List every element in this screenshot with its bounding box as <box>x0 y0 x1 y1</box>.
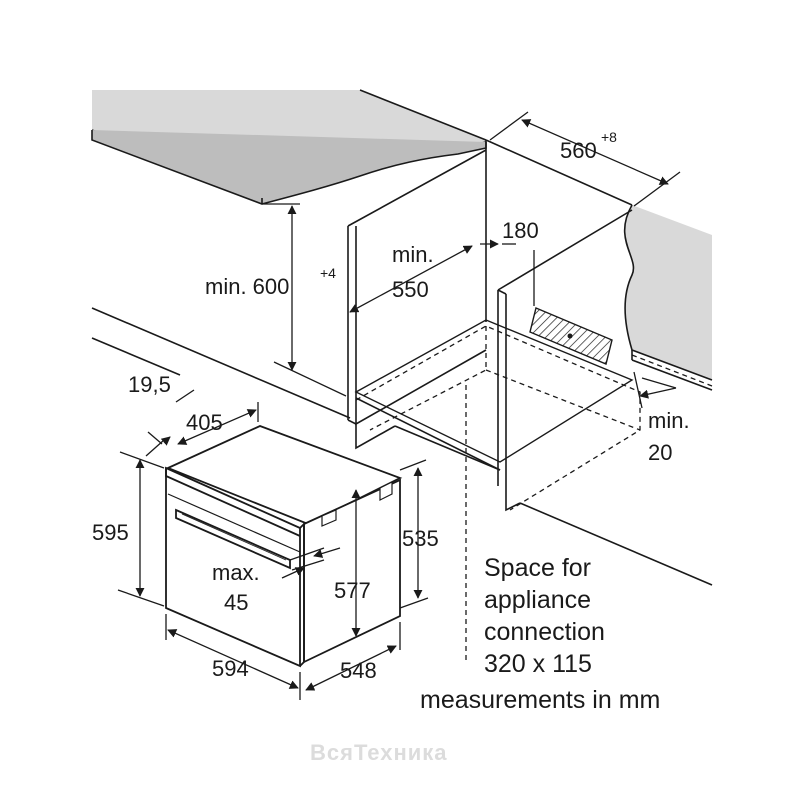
worktop-right <box>624 205 712 380</box>
dim-front-height: 595 <box>92 520 129 545</box>
worktop-right-cut <box>623 204 713 381</box>
dim-vent-depth: 180 <box>502 218 539 243</box>
dim-handle-value: 45 <box>224 590 248 615</box>
dim-niche-height: min. 600 <box>205 274 289 299</box>
dim-front-width: 594 <box>212 656 249 681</box>
connection-note-line-2: appliance <box>484 586 591 614</box>
oven-handle <box>175 508 291 570</box>
dim-niche-height-tolerance: +4 <box>320 265 336 281</box>
dim-body-height: 577 <box>334 578 371 603</box>
watermark: ВсяТехника <box>310 740 448 765</box>
dim-body-depth: 548 <box>340 658 377 683</box>
dim-handle-label: max. <box>212 560 260 585</box>
dim-niche-width: 560 <box>560 138 597 163</box>
dimension-lines <box>117 111 681 700</box>
units-note: measurements in mm <box>420 686 660 714</box>
oven <box>165 425 403 668</box>
dim-side-height: 535 <box>402 526 439 551</box>
cabinet-structure <box>91 89 713 586</box>
dim-rear-gap-value: 20 <box>648 440 672 465</box>
dim-niche-depth-label: min. <box>392 242 434 267</box>
dim-rear-gap-label: min. <box>648 408 690 433</box>
dim-top-depth: 405 <box>186 410 223 435</box>
dim-niche-width-tolerance: +8 <box>601 129 617 145</box>
connection-note-line-3: connection <box>484 618 605 646</box>
connection-note-line-1: Space for <box>484 554 591 582</box>
connection-point <box>567 333 573 339</box>
dim-niche-depth-value: 550 <box>392 277 429 302</box>
dim-frame-thickness: 19,5 <box>128 372 171 397</box>
connection-note-line-4: 320 x 115 <box>484 650 592 678</box>
worktop-left-front <box>91 130 487 205</box>
